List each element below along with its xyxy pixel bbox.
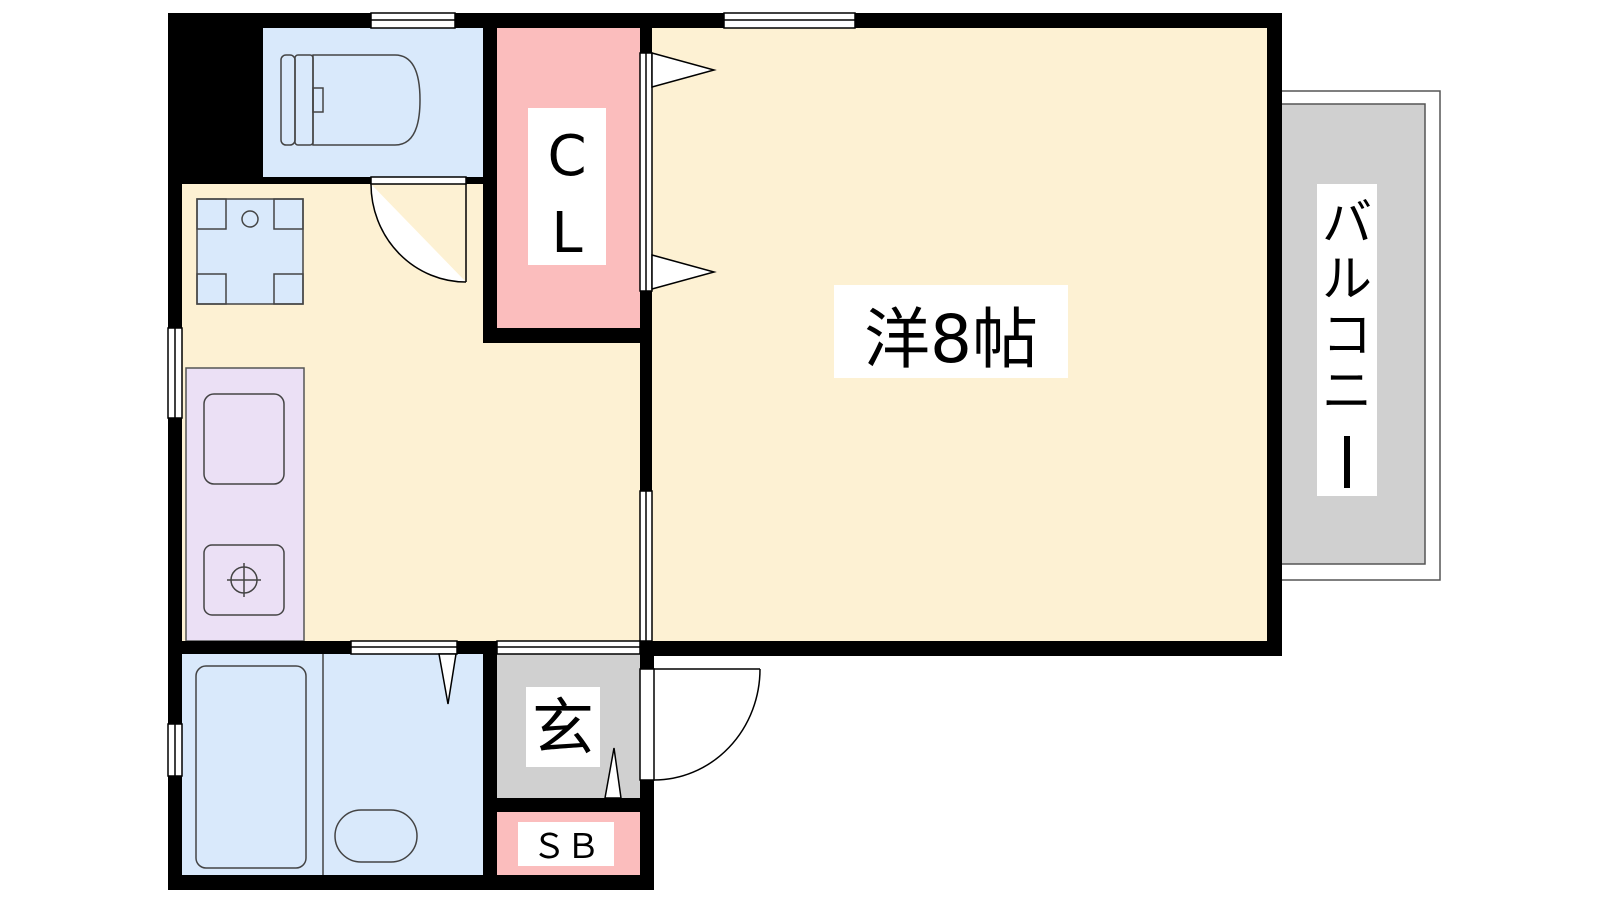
shoe-box-text: ＳＢ: [532, 827, 600, 867]
sink-icon: [203, 393, 285, 485]
closet-label: C L: [528, 108, 606, 266]
western-room-label: 洋8帖: [834, 285, 1068, 378]
bathtub-icon: [195, 654, 324, 875]
stove-icon: [203, 544, 285, 616]
windows: [167, 12, 856, 777]
balcony-text-2: ル: [1322, 250, 1372, 308]
entrance-door: [639, 668, 761, 781]
toilet-room-floor: [263, 28, 483, 184]
balcony-text-3: コ: [1322, 306, 1372, 364]
entrance-text: 玄: [532, 691, 594, 764]
balcony-label: バ ル コ ニ: [1317, 184, 1377, 496]
western-room-text: 洋8帖: [864, 301, 1038, 378]
washbasin-icon: [334, 809, 418, 863]
shoe-box-label: ＳＢ: [518, 822, 614, 867]
balcony-text-5-bar: [1344, 436, 1350, 488]
balcony-text-1: バ: [1322, 194, 1372, 252]
washing-machine-icon: [196, 198, 304, 305]
toilet-icon: [280, 54, 421, 146]
closet-doors: [639, 52, 717, 292]
balcony-text-4: ニ: [1322, 362, 1372, 420]
shoe-box-folding-door: [604, 747, 622, 799]
bathroom-folding-door: [438, 653, 457, 705]
walls: [168, 13, 1282, 890]
balcony: [1280, 90, 1441, 581]
closet-text-l: L: [551, 201, 582, 266]
entrance-label: 玄: [526, 687, 600, 767]
toilet-door: [370, 176, 467, 283]
bathroom-floor: [182, 654, 483, 875]
closet-text-c: C: [547, 124, 586, 189]
